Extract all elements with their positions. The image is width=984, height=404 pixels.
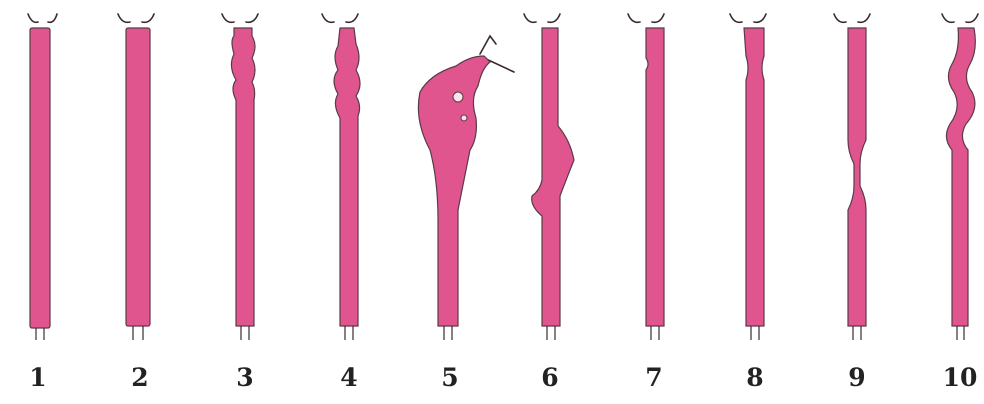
specimen-label: 8 [746, 363, 763, 392]
tube [126, 28, 150, 326]
tube [532, 28, 574, 326]
specimen-label: 10 [943, 363, 978, 392]
specimen-label: 3 [236, 363, 253, 392]
specimen-label: 5 [441, 363, 458, 392]
specimen-4: 4 [322, 14, 360, 392]
specimen-label: 9 [848, 363, 865, 392]
specimen-9: 9 [834, 14, 870, 392]
top-hook [322, 14, 358, 22]
top-hook [730, 14, 766, 22]
specimen-label: 1 [29, 363, 46, 392]
top-hook [942, 14, 978, 22]
top-hook [28, 14, 57, 22]
tube [231, 28, 255, 326]
top-hook [834, 14, 870, 22]
top-hook [222, 14, 258, 22]
specimen-6: 6 [524, 14, 574, 392]
swelling-hole [453, 92, 463, 102]
tube [334, 28, 360, 326]
specimen-label: 6 [541, 363, 558, 392]
tube [646, 28, 664, 326]
specimen-label: 4 [340, 363, 357, 392]
tube [744, 28, 764, 326]
specimen-label: 7 [645, 363, 662, 392]
specimen-3: 3 [222, 14, 258, 392]
top-hook [524, 14, 560, 22]
specimen-1: 1 [28, 14, 57, 392]
swelling-hole [461, 115, 467, 121]
specimen-label: 2 [131, 363, 148, 392]
specimen-2: 2 [118, 14, 154, 392]
specimen-7: 7 [628, 14, 664, 392]
tube [30, 28, 50, 328]
tube [848, 28, 866, 326]
top-hook [118, 14, 154, 22]
tube [946, 28, 975, 326]
specimen-8: 8 [730, 14, 766, 392]
top-hook [628, 14, 664, 22]
specimen-5: 5 [418, 36, 514, 392]
specimen-10: 10 [942, 14, 978, 392]
